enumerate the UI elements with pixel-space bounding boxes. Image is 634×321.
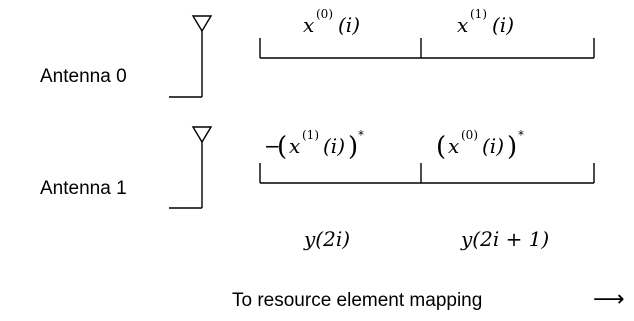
antenna-1-symbol-0: − ( x (1) (i) ) * (264, 128, 364, 162)
antenna-1-symbol-1: ( x (0) (i) ) * (436, 128, 524, 162)
antenna-1-timeline (259, 163, 595, 184)
output-label-1: y(2i + 1) (460, 227, 549, 251)
svg-text:(1): (1) (470, 7, 487, 21)
antenna-1-icon (169, 126, 213, 209)
antenna-1-group: Antenna 1 − ( x (1) (i) ) * ( x (0) (i) … (40, 126, 595, 209)
svg-text:): ) (348, 132, 358, 162)
svg-text:): ) (507, 132, 517, 162)
antenna-0-timeline (259, 38, 595, 59)
svg-text:(: ( (436, 132, 446, 162)
footer-label: To resource element mapping (232, 290, 482, 311)
antenna-0-group: Antenna 0 x (0) (i) x (1) (i) (40, 7, 595, 98)
svg-text:(i): (i) (338, 13, 360, 37)
svg-text:x: x (303, 13, 314, 37)
svg-text:x: x (457, 13, 468, 37)
output-label-0: y(2i) (303, 227, 350, 251)
svg-text:x: x (448, 134, 459, 158)
antenna-0-symbol-0: x (0) (i) (303, 7, 360, 37)
arrow-right-icon: ⟶ (593, 287, 625, 312)
svg-text:x: x (289, 134, 300, 158)
antenna-1-label: Antenna 1 (40, 178, 127, 199)
svg-text:(: ( (277, 132, 287, 162)
svg-text:*: * (518, 128, 524, 142)
svg-text:(i): (i) (482, 134, 504, 158)
svg-text:(0): (0) (316, 7, 333, 21)
svg-text:(i): (i) (323, 134, 345, 158)
antenna-0-label: Antenna 0 (40, 66, 127, 87)
svg-text:(0): (0) (461, 128, 478, 142)
antenna-0-symbol-1: x (1) (i) (457, 7, 514, 37)
svg-text:*: * (358, 128, 364, 142)
svg-text:(i): (i) (492, 13, 514, 37)
antenna-0-icon (169, 15, 213, 98)
svg-text:−: − (264, 134, 281, 158)
svg-text:(1): (1) (302, 128, 319, 142)
